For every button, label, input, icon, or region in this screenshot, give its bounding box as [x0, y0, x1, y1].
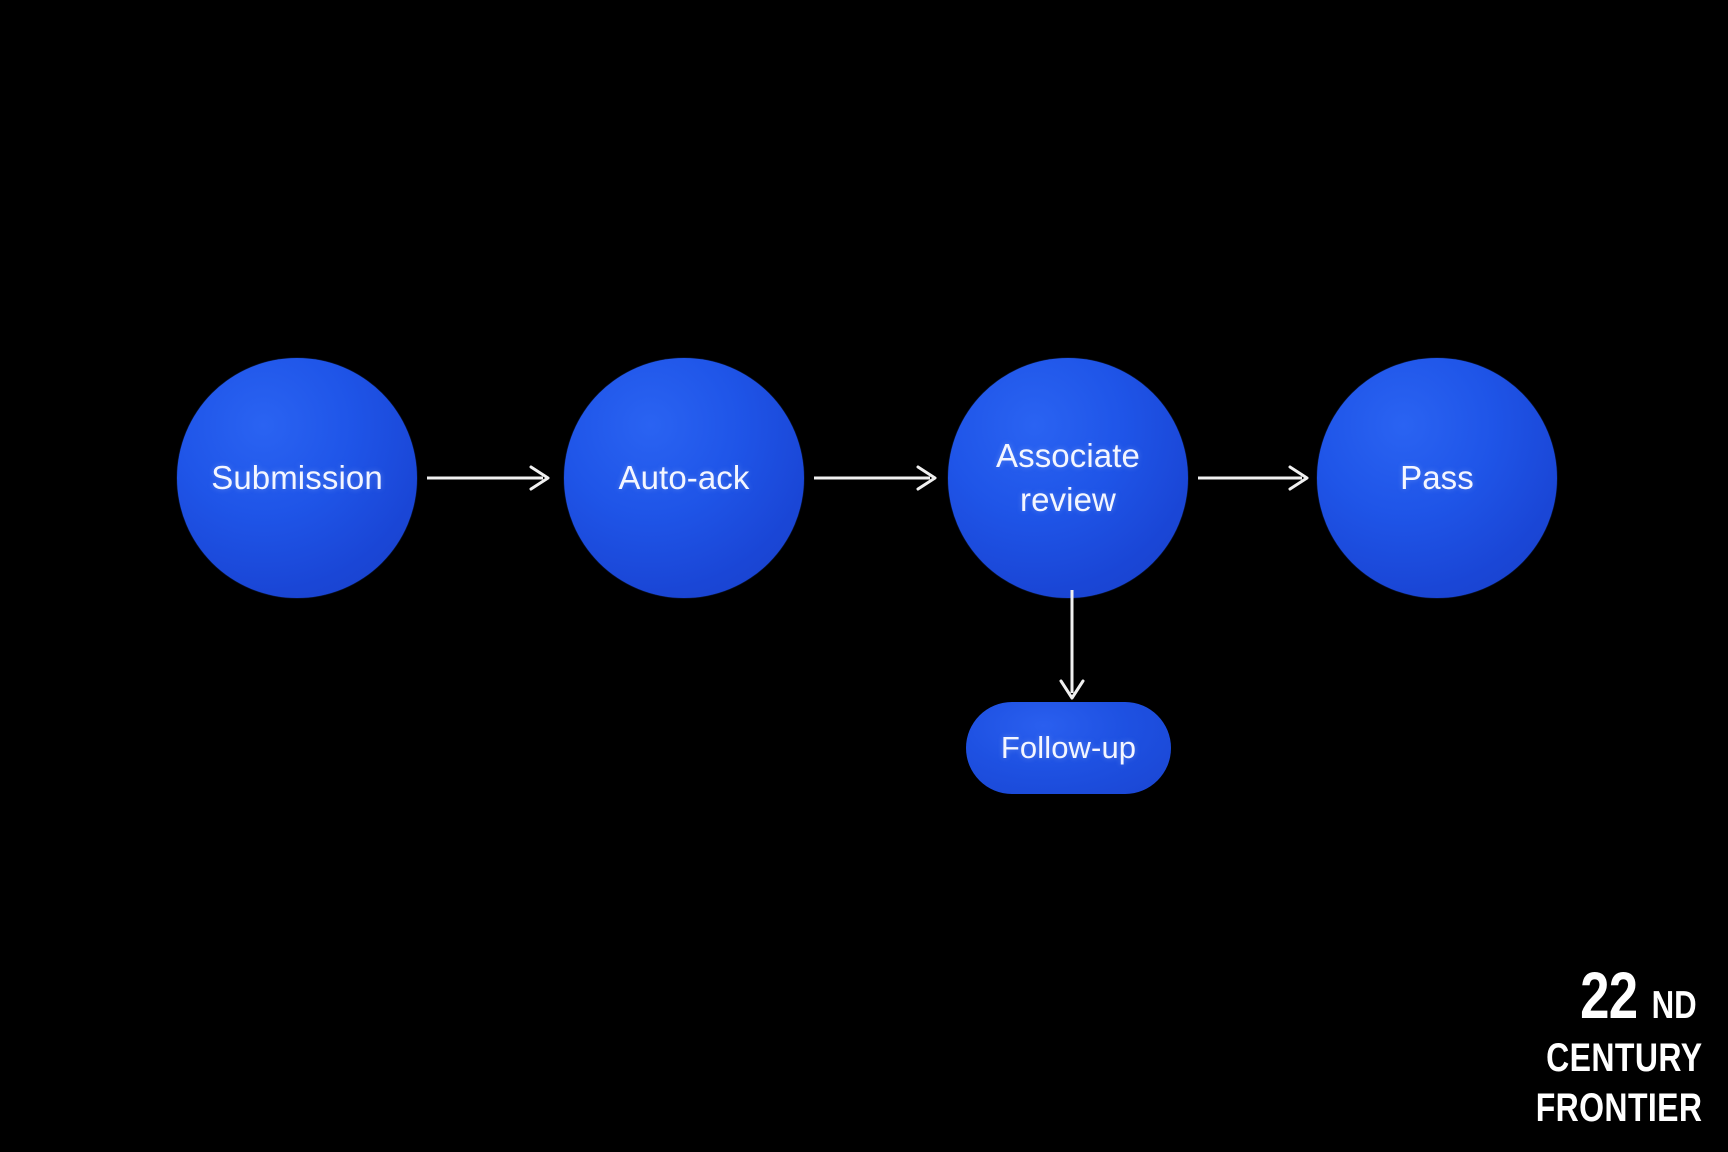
flow-arrow-associate-review-to-pass: [1198, 462, 1318, 494]
brand-logo-ordinal: ND: [1651, 984, 1697, 1027]
brand-logo-line-3: FRONTIER: [1535, 1086, 1702, 1130]
flow-arrow-associate-review-to-follow-up: [1056, 590, 1088, 708]
flow-node-label: Associate review: [996, 437, 1140, 518]
brand-logo-line-1: 22 ND: [1494, 962, 1702, 1028]
flow-arrow-auto-ack-to-associate-review: [814, 462, 944, 494]
flow-node-submission[interactable]: Submission: [177, 358, 417, 598]
flow-arrow-submission-to-auto-ack: [427, 462, 557, 494]
flow-node-auto-ack[interactable]: Auto-ack: [564, 358, 804, 598]
flow-node-pass[interactable]: Pass: [1317, 358, 1557, 598]
flow-node-follow-up[interactable]: Follow-up: [966, 702, 1171, 794]
brand-logo-line-2: CENTURY: [1545, 1036, 1702, 1080]
flow-node-label: Pass: [1400, 459, 1474, 497]
flow-node-label: Auto-ack: [618, 459, 750, 497]
brand-logo-number: 22: [1580, 958, 1638, 1032]
flow-node-label: Submission: [211, 459, 383, 497]
flow-node-associate-review[interactable]: Associate review: [948, 358, 1188, 598]
brand-logo: 22 ND CENTURY FRONTIER: [1494, 962, 1702, 1128]
flow-node-label: Follow-up: [1000, 730, 1137, 766]
